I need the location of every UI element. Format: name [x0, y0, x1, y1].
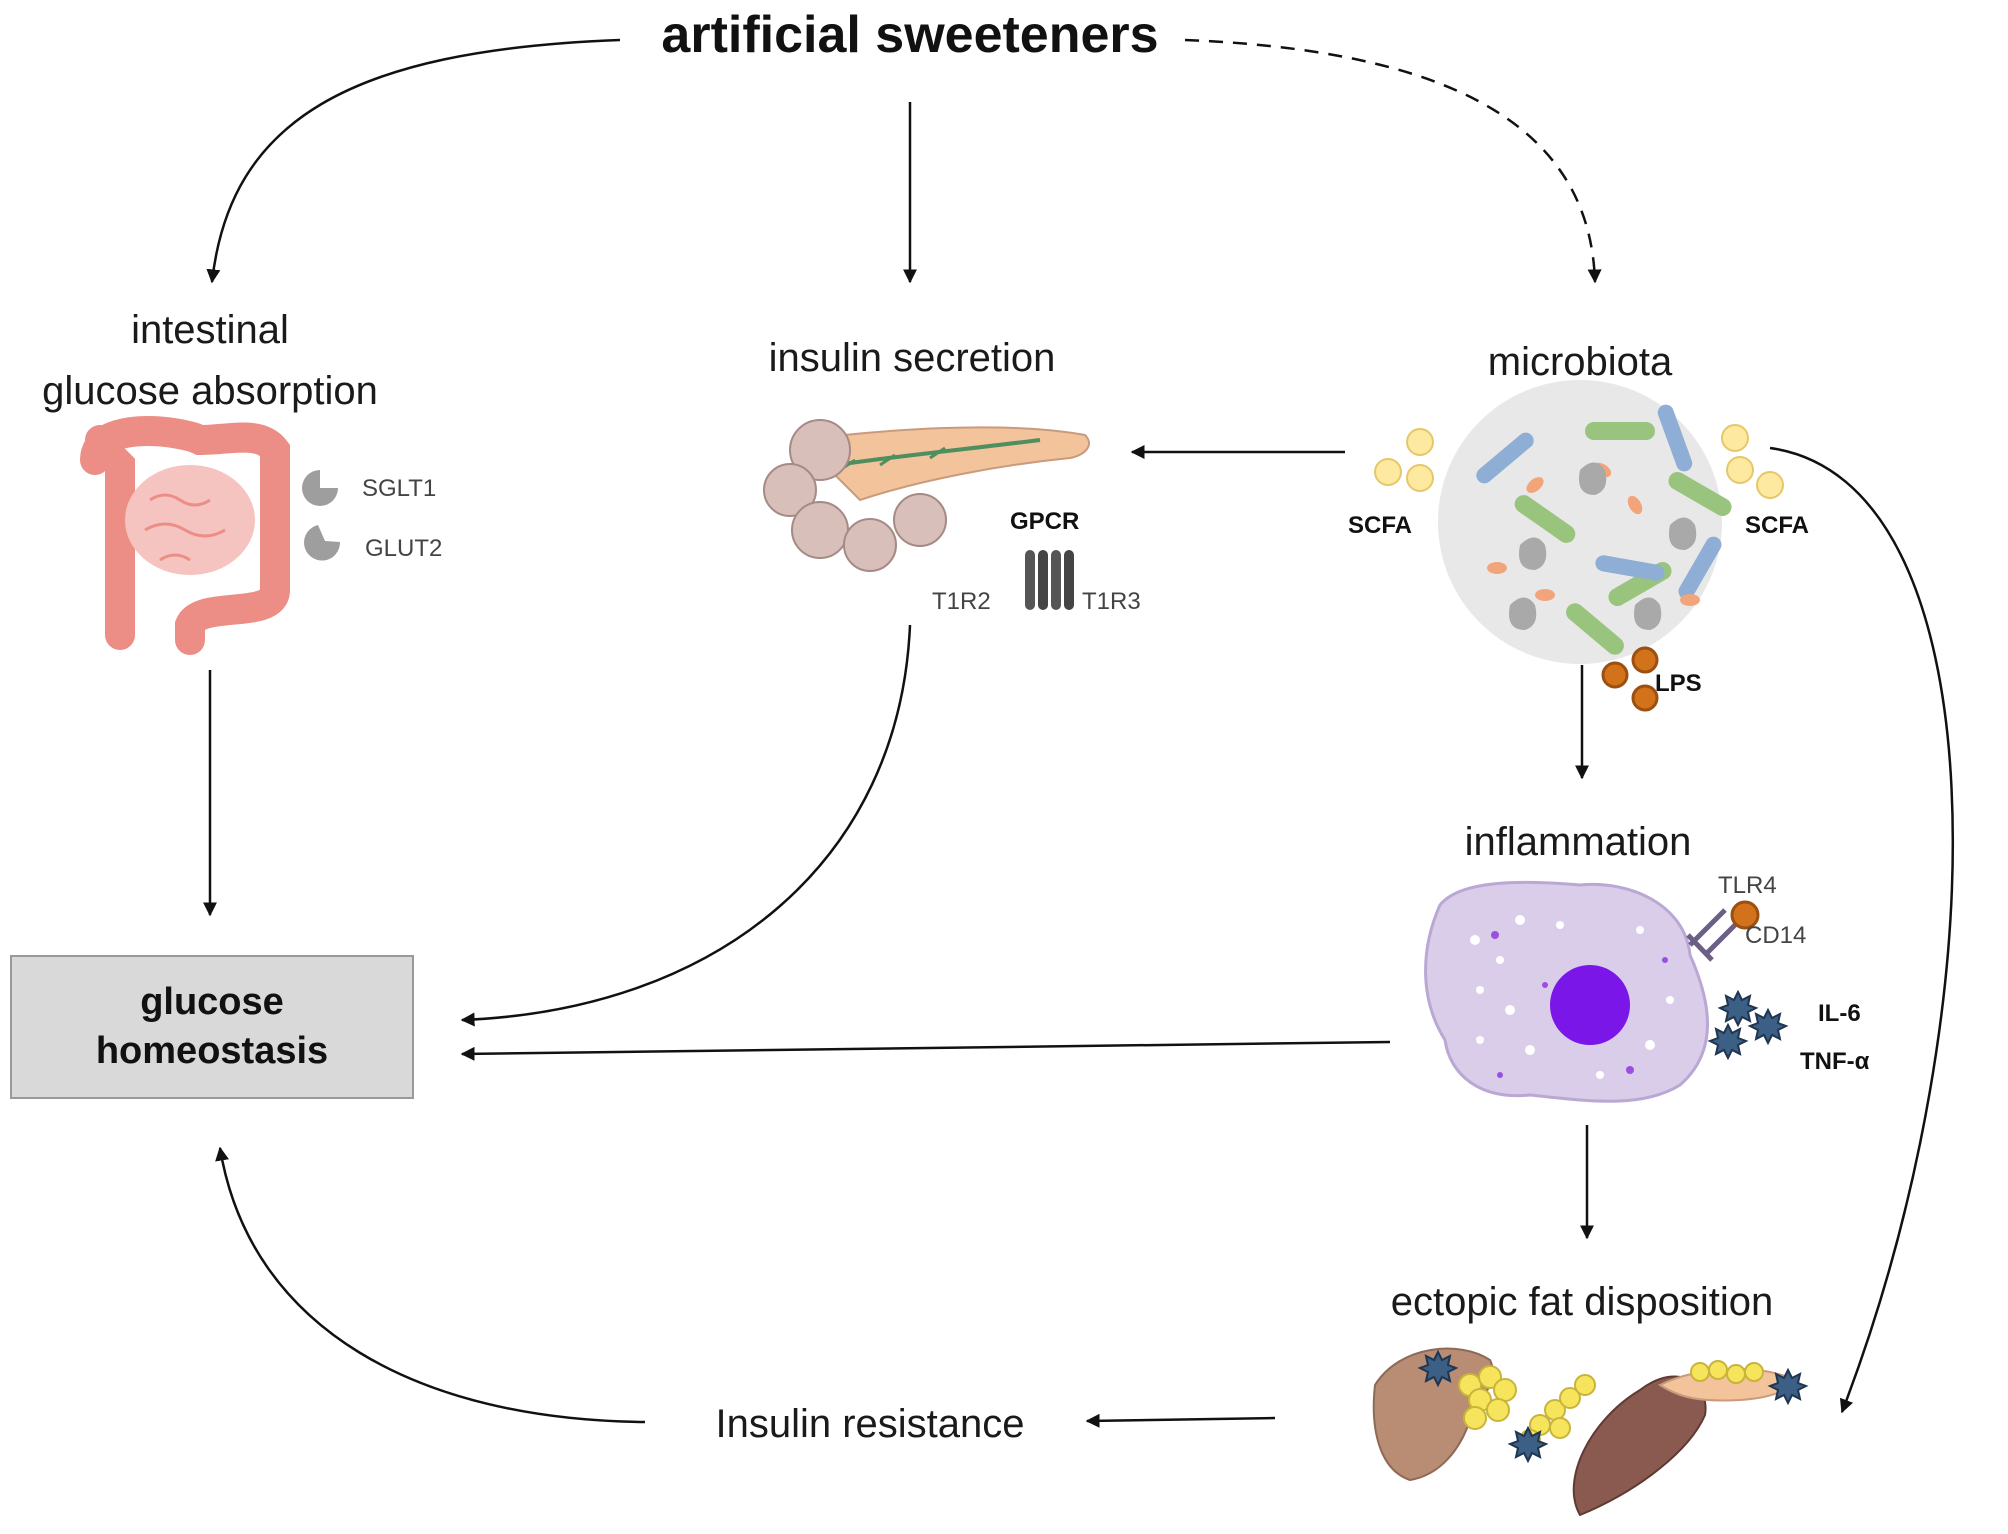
- lps-dots: [1601, 646, 1659, 712]
- macrophage-icon: [1424, 880, 1709, 1103]
- arrow-ectopic-to-resistance: [1085, 1413, 1276, 1428]
- label-lps: LPS: [1655, 670, 1702, 697]
- ectopic-cytokines: [1417, 1349, 1809, 1464]
- arrow-microbiota-to-ectopic: [1769, 446, 1955, 1414]
- scfa-right-dots: [1721, 424, 1784, 499]
- label-t1r2: T1R2: [932, 588, 991, 615]
- label-glut2: GLUT2: [365, 535, 443, 562]
- pancreas-fat-icon: [1657, 1360, 1792, 1402]
- label-glucose: glucose: [140, 980, 284, 1023]
- lps-bound-dot: [1730, 900, 1760, 930]
- label-gpcr: GPCR: [1010, 508, 1080, 535]
- label-artificial-sweeteners: artificial sweeteners: [661, 6, 1159, 64]
- scfa-left-dots: [1374, 428, 1434, 492]
- label-tnf: TNF-α: [1800, 1048, 1870, 1075]
- arrow-inflammation-to-glucose: [460, 1040, 1391, 1061]
- label-microbiota: microbiota: [1487, 340, 1673, 384]
- label-intestinal-line2: glucose absorption: [42, 369, 378, 413]
- glucose-homeostasis-box: glucose homeostasis: [10, 955, 414, 1099]
- tlr4-receptor-icon: [1686, 908, 1737, 962]
- label-homeostasis: homeostasis: [95, 1030, 329, 1072]
- label-insulin-resistance: Insulin resistance: [715, 1402, 1025, 1446]
- label-t1r3: T1R3: [1082, 588, 1141, 615]
- label-intestinal-line1: intestinal: [131, 308, 289, 352]
- label-cd14: CD14: [1745, 922, 1807, 949]
- label-inflammation: inflammation: [1464, 820, 1692, 864]
- arrow-sweeteners-to-microbiota: [1184, 38, 1602, 284]
- label-scfa-left: SCFA: [1348, 512, 1413, 539]
- label-il6: IL-6: [1818, 1000, 1861, 1027]
- intestine-icon: [80, 416, 290, 655]
- label-scfa-right: SCFA: [1745, 512, 1810, 539]
- label-sglt1: SGLT1: [362, 475, 437, 502]
- arrow-sweeteners-to-intestinal: [206, 38, 621, 284]
- pancreas-icon: [763, 419, 1090, 572]
- label-insulin-secretion: insulin secretion: [768, 336, 1056, 380]
- microbiota-icon: [1438, 380, 1732, 664]
- label-tlr4: TLR4: [1718, 872, 1777, 899]
- arrow-resistance-to-glucose: [215, 1146, 646, 1424]
- label-ectopic-fat: ectopic fat disposition: [1390, 1280, 1774, 1324]
- fat-cluster-liver: [1458, 1365, 1517, 1430]
- arrow-insulin-to-glucose: [460, 624, 912, 1027]
- transporter-icon: [302, 470, 341, 561]
- gpcr-receptor-icon: [1025, 550, 1074, 610]
- cytokine-icons: [1707, 989, 1789, 1061]
